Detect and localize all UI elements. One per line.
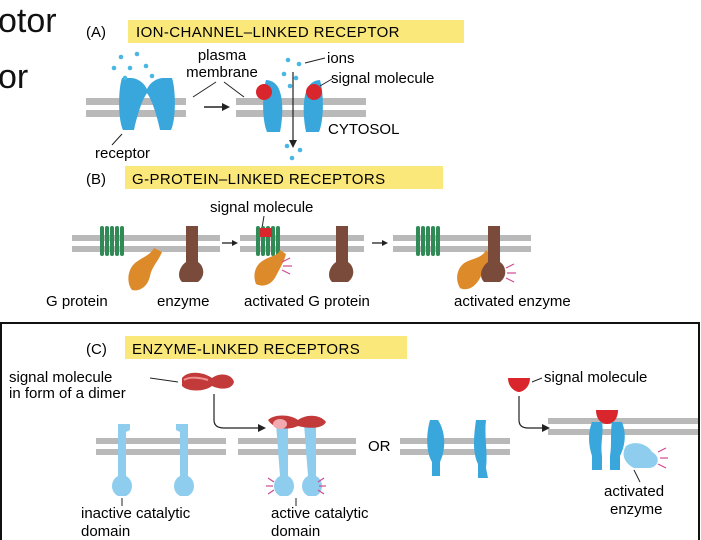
- panel-b-g-protein-2: [254, 250, 286, 286]
- panel-a-ions-left: [111, 51, 155, 81]
- panel-b-receptor-1: [100, 226, 124, 256]
- panel-a-transition-arrow: [204, 103, 230, 111]
- panel-c-dimer-leader: [149, 377, 179, 383]
- panel-a-receptor-leader: [111, 133, 123, 146]
- panel-c-activated-enzyme-sparks: [657, 447, 668, 469]
- panel-c-signal-right-leader: [531, 377, 543, 383]
- panel-c-label-dimer-2: in form of a dimer: [9, 385, 126, 402]
- cropped-text-top: otor: [0, 2, 57, 40]
- panel-b-letter: (B): [86, 171, 106, 188]
- panel-c-active-sparks: [266, 477, 326, 495]
- cropped-text-second: or: [0, 58, 29, 96]
- panel-c-active-receptors: [274, 424, 322, 496]
- panel-c-label-active-1: active catalytic: [271, 505, 369, 522]
- panel-a-title-highlight: [128, 20, 464, 43]
- panel-c-bind-arrowhead-left: [258, 424, 266, 432]
- panel-b-signal-leader: [261, 215, 265, 229]
- panel-b-label-signal: signal molecule: [210, 199, 313, 216]
- panel-c-label-signal-right: signal molecule: [544, 369, 647, 386]
- panel-b-signal-2: [260, 228, 272, 237]
- panel-a-label-cytosol: CYTOSOL: [328, 121, 399, 138]
- panel-b: (B) G-PROTEIN–LINKED RECEPTORS signal mo…: [46, 166, 571, 310]
- panel-b-activation-3: [505, 263, 516, 283]
- panel-c-enzyme-leader: [633, 469, 641, 483]
- panel-c-frame: [0, 322, 700, 540]
- panel-b-enzyme-3: [481, 226, 506, 282]
- panel-a-membrane-right: [236, 98, 366, 117]
- panel-a-label-signal: signal molecule: [331, 70, 434, 87]
- panel-c-label-or: OR: [368, 438, 391, 455]
- panel-b-enzyme-1: [179, 226, 204, 282]
- panel-a-label-membrane: membrane: [186, 64, 258, 81]
- panel-c-activated-enzyme: [623, 443, 658, 468]
- panel-b-label-activated-g-protein: activated G protein: [244, 293, 370, 310]
- panel-b-title: G-PROTEIN–LINKED RECEPTORS: [132, 171, 386, 188]
- panel-b-label-enzyme: enzyme: [157, 293, 210, 310]
- panel-c-signal-right: [508, 378, 530, 392]
- panel-b-g-protein-1: [128, 248, 162, 291]
- panel-c-activated-complex: [589, 410, 668, 470]
- panel-c-title: ENZYME-LINKED RECEPTORS: [132, 341, 360, 358]
- panel-c-title-highlight: [125, 336, 407, 359]
- panel-c-bound-dimer: [268, 415, 326, 429]
- panel-c: (C) ENZYME-LINKED RECEPTORS signal molec…: [0, 322, 700, 540]
- panel-b-title-highlight: [125, 166, 443, 189]
- panel-b-receptor-3: [416, 226, 440, 256]
- panel-c-monomer-receptors: [427, 420, 488, 478]
- panel-a-label-plasma: plasma: [198, 47, 247, 64]
- panel-c-bind-arrow-left: [213, 394, 258, 429]
- panel-b-arrows: [222, 240, 388, 246]
- panel-c-label-active-2: domain: [271, 523, 320, 540]
- panel-c-bind-arrowhead-right: [542, 424, 550, 432]
- panel-c-dimer-free: [182, 372, 234, 391]
- panel-b-enzyme-2: [329, 226, 354, 282]
- panel-b-membrane: [72, 235, 531, 252]
- panel-a-signal-leader: [319, 78, 333, 87]
- panel-c-label-inactive-1: inactive catalytic: [81, 505, 191, 522]
- panel-b-activation-2: [281, 257, 292, 275]
- panel-a-receptor-closed: [119, 78, 175, 130]
- panel-a-label-ions: ions: [327, 50, 355, 67]
- panel-a-ion-flow: [289, 72, 297, 148]
- panel-a: (A) ION-CHANNEL–LINKED RECEPTOR: [86, 20, 464, 162]
- panel-c-label-activated-2: enzyme: [610, 501, 663, 518]
- panel-b-g-protein-3: [457, 250, 492, 290]
- panel-a-label-receptor: receptor: [95, 145, 150, 162]
- panel-c-bind-arrow-right: [518, 396, 542, 429]
- panel-c-label-dimer-1: signal molecule: [9, 369, 112, 386]
- panel-a-membrane-leaders: [192, 81, 245, 98]
- panel-c-label-inactive-2: domain: [81, 523, 130, 540]
- panel-a-letter: (A): [86, 24, 106, 41]
- panel-c-inactive-receptors: [112, 424, 194, 496]
- panel-c-letter: (C): [86, 341, 107, 358]
- panel-b-label-activated-enzyme: activated enzyme: [454, 293, 571, 310]
- panel-a-signal-molecules: [256, 84, 322, 100]
- panel-a-ions-leader: [304, 57, 326, 64]
- panel-a-title: ION-CHANNEL–LINKED RECEPTOR: [136, 24, 400, 41]
- panel-b-label-g-protein: G protein: [46, 293, 108, 310]
- panel-c-label-activated-1: activated: [604, 483, 664, 500]
